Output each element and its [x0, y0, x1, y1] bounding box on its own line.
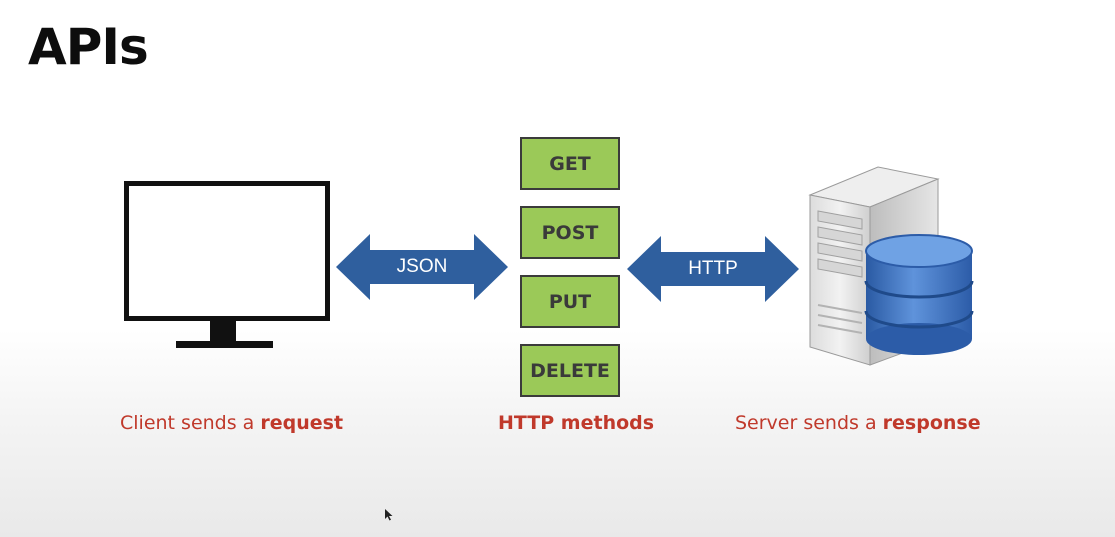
monitor-screen [124, 181, 330, 321]
monitor-neck [210, 316, 236, 342]
client-caption: Client sends a request [120, 412, 343, 434]
page-title: APIs [28, 18, 149, 76]
http-label: HTTP [688, 258, 738, 279]
mouse-cursor-icon [385, 509, 393, 521]
client-caption-bold: request [260, 412, 344, 434]
server-caption-text: Server sends a [735, 412, 883, 434]
json-double-arrow-icon [336, 234, 508, 300]
http-double-arrow-icon [627, 236, 799, 302]
server-caption-bold: response [882, 412, 981, 434]
methods-caption-text: HTTP methods [498, 412, 655, 434]
method-delete: DELETE [520, 344, 620, 397]
method-put: PUT [520, 275, 620, 328]
method-post: POST [520, 206, 620, 259]
json-label: JSON [396, 256, 448, 277]
method-get: GET [520, 137, 620, 190]
server-database-icon [808, 166, 974, 366]
server-caption: Server sends a response [735, 412, 981, 434]
monitor-base [176, 341, 273, 348]
methods-caption: HTTP methods [498, 412, 654, 434]
client-caption-text: Client sends a [120, 412, 261, 434]
